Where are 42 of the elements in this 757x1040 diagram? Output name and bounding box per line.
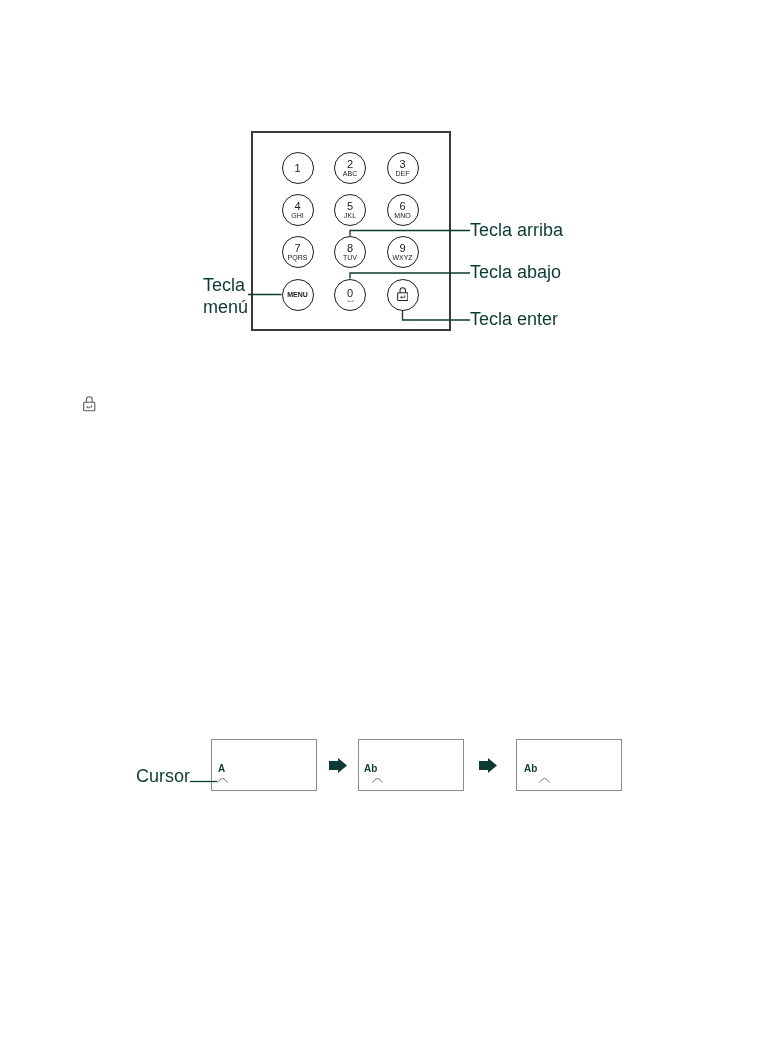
keypad-panel — [251, 131, 451, 331]
key-digit: 8 — [346, 241, 354, 254]
callout-label: Tecla abajo — [470, 262, 562, 283]
keypad-key — [281, 193, 314, 226]
key-digit: 0 — [346, 286, 354, 299]
display-screen — [211, 739, 317, 791]
keypad-key — [334, 193, 366, 226]
key-digit: 4 — [294, 199, 301, 212]
screen-text: Ab — [364, 762, 378, 774]
keypad-key — [334, 278, 366, 311]
block-arrow — [329, 758, 347, 773]
callout-label: Tecla menú — [203, 273, 249, 318]
keypad-key — [386, 278, 419, 311]
keypad-key — [386, 151, 419, 184]
leader-line — [189, 780, 218, 783]
keypad-key — [281, 235, 314, 268]
screen-text: Ab — [524, 762, 538, 774]
keypad-key — [334, 151, 366, 184]
key-digit: 3 — [399, 157, 406, 170]
display-screen — [516, 739, 622, 791]
callout-label: Tecla arriba — [470, 220, 564, 241]
key-digit: 6 — [399, 199, 406, 212]
display-screen — [358, 739, 464, 791]
keypad-key — [386, 235, 419, 268]
leader-line — [401, 309, 471, 321]
screen-text: A — [218, 762, 226, 774]
keypad-key — [281, 151, 314, 184]
key-digit: 9 — [399, 241, 406, 254]
caret-icon — [217, 778, 228, 783]
leader-line — [349, 229, 471, 237]
keypad-key — [386, 193, 419, 226]
callout-label: Tecla enter — [470, 309, 559, 330]
key-digit: 5 — [346, 199, 354, 212]
leader-line — [247, 293, 283, 296]
key-digit: 7 — [294, 241, 301, 254]
key-digit: 1 — [294, 161, 301, 174]
leader-line — [349, 272, 471, 280]
block-arrow — [479, 758, 497, 773]
keypad-key — [281, 278, 314, 311]
key-digit: 2 — [346, 157, 354, 170]
keypad-key — [334, 235, 366, 268]
callout-label: Cursor — [136, 766, 190, 787]
